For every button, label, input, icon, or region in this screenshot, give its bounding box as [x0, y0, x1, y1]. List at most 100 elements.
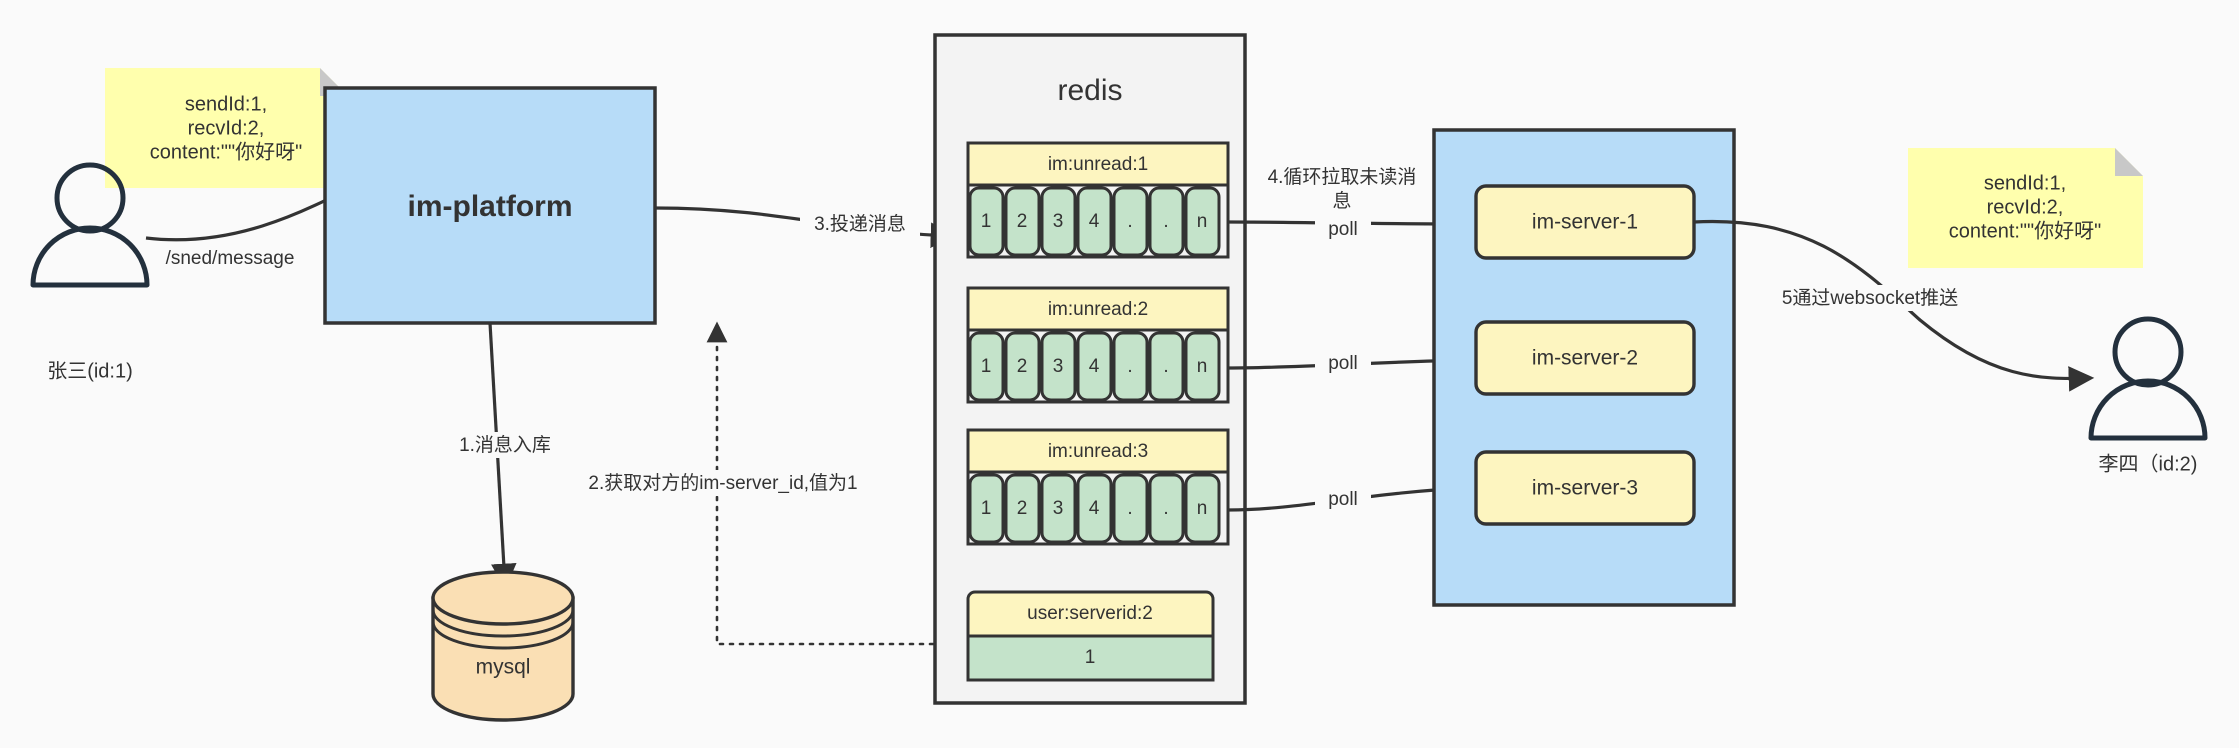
edge-step5-label-bg [1746, 285, 1996, 311]
redis-cell-label: 2 [1017, 356, 1028, 377]
redis-cell-label: . [1163, 211, 1168, 232]
im-platform-label: im-platform [408, 190, 573, 223]
redis-cell[interactable] [1076, 331, 1113, 402]
actor-sender-body-icon [30, 225, 150, 288]
mysql-cylinder-ring-1 [431, 609, 575, 638]
redis-cell-label: 4 [1089, 211, 1100, 232]
edge-poll-1-label-bg [1315, 216, 1371, 242]
actor-sender-label: 张三(id:1) [47, 359, 133, 382]
note-left-line-2: recvId:2, [188, 117, 265, 139]
im-server-2-label: im-server-2 [1532, 347, 1638, 370]
redis-cell[interactable] [1112, 331, 1149, 402]
redis-cell[interactable] [1148, 186, 1185, 257]
redis-key-block-0-key: im:unread:1 [1048, 154, 1148, 175]
note-left-line-1: sendId:1, [185, 93, 267, 115]
edge-step5-websocket [1693, 219, 2095, 392]
redis-cell[interactable] [1184, 186, 1221, 257]
note-right-line-1: sendId:1, [1984, 172, 2066, 194]
redis-key-block-1-header [966, 286, 1230, 332]
mysql-label: mysql [476, 656, 531, 679]
edge-step1-label: 1.消息入库 [459, 434, 551, 456]
redis-cell[interactable] [1112, 473, 1149, 544]
edge-step3-label-bg [800, 211, 920, 237]
redis-cell[interactable] [1040, 186, 1077, 257]
node-im-platform[interactable]: im-platform [323, 86, 657, 325]
redis-cell[interactable] [1040, 331, 1077, 402]
edge-step5-label: 5通过websocket推送 [1782, 287, 1958, 309]
redis-cell[interactable] [1004, 473, 1041, 544]
edge-poll-3-label: poll [1328, 489, 1358, 510]
redis-cell-label: . [1163, 356, 1168, 377]
redis-cell[interactable] [968, 186, 1005, 257]
redis-cell-label: n [1197, 211, 1208, 232]
edge-poll-3-label-bg [1315, 486, 1371, 512]
redis-string-block[interactable]: user:serverid:2 1 [966, 590, 1215, 682]
redis-cell[interactable] [968, 473, 1005, 544]
redis-cell[interactable] [1004, 331, 1041, 402]
actor-sender: 张三(id:1) [30, 162, 150, 382]
redis-cell-label: . [1127, 498, 1132, 519]
actor-receiver-body-icon [2088, 378, 2208, 441]
node-im-server-2[interactable] [1474, 320, 1696, 396]
redis-key-block-0[interactable]: im:unread:1 1 2 3 4 . . n [966, 141, 1230, 259]
mysql-cylinder-top [431, 570, 575, 626]
edge-step4-label-line-1: 4.循环拉取未读消 [1268, 166, 1417, 188]
edge-step3-label: 3.投递消息 [814, 213, 906, 235]
edge-poll-2-label: poll [1328, 353, 1358, 374]
redis-cell[interactable] [1076, 473, 1113, 544]
message-payload-note-left: sendId:1, recvId:2, content:""你好呀" [105, 68, 348, 188]
edge-step2-label-bg [570, 470, 876, 496]
actor-receiver-head-icon [2112, 316, 2184, 388]
redis-key-block-2[interactable]: im:unread:3 1 2 3 4 . . n [966, 428, 1230, 546]
actor-receiver-label: 李四（id:2) [2099, 452, 2198, 475]
redis-cell[interactable] [968, 331, 1005, 402]
redis-cell-label: . [1127, 211, 1132, 232]
edge-poll-1-label: poll [1328, 219, 1358, 240]
im-platform-box[interactable] [323, 86, 657, 325]
redis-string-key: user:serverid:2 [1027, 603, 1153, 624]
redis-cell[interactable] [1148, 473, 1185, 544]
redis-cell[interactable] [1004, 186, 1041, 257]
edge-poll-2-label-bg [1315, 350, 1371, 376]
edge-send-message-label-bg [160, 245, 300, 271]
redis-cell[interactable] [1148, 331, 1185, 402]
redis-cell-label: 3 [1053, 498, 1064, 519]
node-im-server-container[interactable]: im-server-1 im-server-2 im-server-3 [1432, 128, 1736, 607]
edge-send-message-label: /sned/message [166, 248, 295, 269]
redis-cell-label: 2 [1017, 498, 1028, 519]
redis-key-block-1-key: im:unread:2 [1048, 299, 1148, 320]
edge-step4-label-line-2: 息 [1332, 190, 1351, 212]
redis-string-value-cell[interactable] [966, 634, 1215, 682]
node-im-server-3[interactable] [1474, 450, 1696, 526]
redis-string-value: 1 [1085, 647, 1096, 668]
im-server-3-label: im-server-3 [1532, 477, 1638, 500]
im-server-1-label: im-server-1 [1532, 211, 1638, 234]
redis-cell-label: 3 [1053, 211, 1064, 232]
redis-cell[interactable] [1076, 186, 1113, 257]
redis-key-block-0-header [966, 141, 1230, 187]
actor-sender-head-icon [54, 162, 126, 234]
note-right-line-2: recvId:2, [1987, 196, 2064, 218]
message-payload-note-right: sendId:1, recvId:2, content:""你好呀" [1908, 148, 2143, 268]
redis-cell[interactable] [1112, 186, 1149, 257]
edge-step2-label: 2.获取对方的im-server_id,值为1 [588, 472, 857, 494]
redis-cell-label: 2 [1017, 211, 1028, 232]
node-mysql[interactable]: mysql [431, 570, 575, 722]
redis-key-block-2-key: im:unread:3 [1048, 441, 1148, 462]
redis-cell[interactable] [1184, 473, 1221, 544]
redis-cell-label: . [1127, 356, 1132, 377]
redis-cell-label: n [1197, 498, 1208, 519]
mysql-cylinder-body[interactable] [431, 596, 575, 722]
redis-cell-label: 3 [1053, 356, 1064, 377]
redis-cell-label: 1 [981, 211, 992, 232]
redis-cell[interactable] [1184, 331, 1221, 402]
redis-cell[interactable] [1040, 473, 1077, 544]
redis-cell-label: 4 [1089, 498, 1100, 519]
redis-cell-label: . [1163, 498, 1168, 519]
redis-key-block-2-header [966, 428, 1230, 474]
edge-step1-label-bg [440, 432, 570, 458]
redis-key-block-1[interactable]: im:unread:2 1 2 3 4 . . n [966, 286, 1230, 404]
actor-receiver: 李四（id:2) [2088, 316, 2208, 475]
